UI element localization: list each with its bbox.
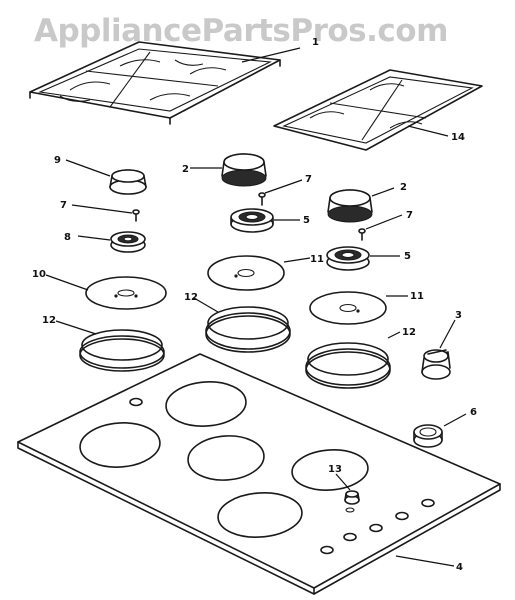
part-cap-large-2 <box>327 189 373 223</box>
callout-6: 6 <box>470 407 477 418</box>
part-screw-2 <box>132 209 140 222</box>
part-burner-base-center <box>207 255 285 291</box>
leader-14 <box>407 125 449 137</box>
leader-12a <box>55 320 97 335</box>
part-cap-small <box>109 169 147 195</box>
leader-11a <box>283 257 311 263</box>
leader-9 <box>65 159 111 177</box>
leader-2b <box>371 187 395 197</box>
leader-6 <box>443 413 467 427</box>
callout-8: 8 <box>64 232 71 243</box>
leader-4 <box>395 555 455 567</box>
callout-10: 10 <box>32 269 46 280</box>
leader-7a <box>264 179 303 194</box>
part-seal-ring-center <box>205 306 291 353</box>
callout-7c: 7 <box>406 210 413 221</box>
part-burner-base-right <box>309 291 387 325</box>
leader-1 <box>241 47 301 63</box>
callout-5a: 5 <box>303 215 310 226</box>
leader-12c <box>387 331 401 339</box>
part-igniter <box>344 490 360 513</box>
part-grate-large <box>29 41 281 125</box>
callout-13: 13 <box>328 464 342 475</box>
callout-9: 9 <box>54 155 61 166</box>
leader-13 <box>335 473 351 491</box>
callout-3: 3 <box>455 310 462 321</box>
callout-5b: 5 <box>404 251 411 262</box>
part-screw-3 <box>358 228 366 241</box>
callout-7a: 7 <box>305 174 312 185</box>
part-burner-head-small <box>110 231 146 253</box>
part-seal-ring-right <box>305 342 391 389</box>
callout-12c: 12 <box>402 327 416 338</box>
part-knob <box>421 349 451 380</box>
watermark: AppliancePartsPros.com <box>34 13 448 49</box>
callout-11a: 11 <box>310 254 324 265</box>
leader-7c <box>365 214 403 230</box>
part-burner-base-left <box>85 276 167 310</box>
part-burner-head-2 <box>326 246 370 271</box>
callout-12b: 12 <box>184 292 198 303</box>
part-grate-small <box>273 69 483 151</box>
leader-7b <box>71 204 133 214</box>
callout-2a: 2 <box>182 164 189 175</box>
callout-14: 14 <box>451 132 465 143</box>
leader-10 <box>45 274 89 291</box>
part-bezel <box>413 424 443 448</box>
callout-11b: 11 <box>410 291 424 302</box>
part-cap-large-1 <box>221 153 267 187</box>
leader-12b <box>193 297 219 313</box>
callout-4: 4 <box>456 562 463 573</box>
part-cooktop <box>17 353 501 595</box>
callout-12a: 12 <box>42 315 56 326</box>
part-burner-head-1 <box>230 208 274 233</box>
leader-3 <box>439 319 456 349</box>
callout-7b: 7 <box>60 200 67 211</box>
callout-2b: 2 <box>400 182 407 193</box>
part-seal-ring-left <box>79 329 165 372</box>
leader-8 <box>77 235 111 241</box>
part-screw-1 <box>258 192 266 206</box>
callout-1: 1 <box>312 37 319 48</box>
